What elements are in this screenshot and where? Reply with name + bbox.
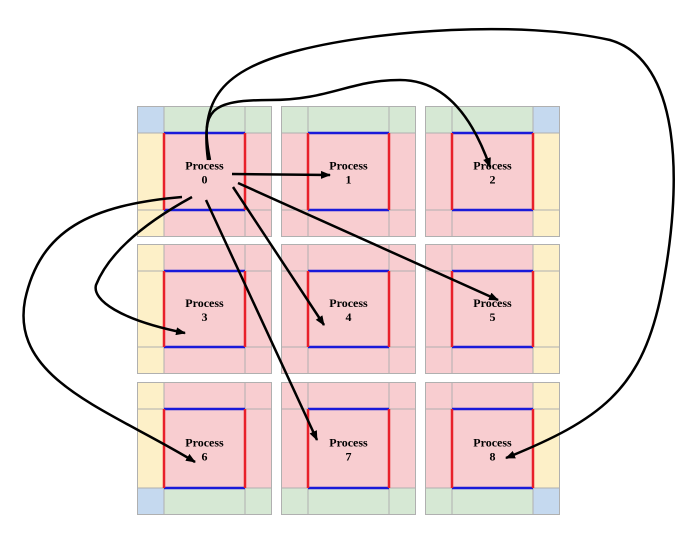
arrow-0-to-2 (205, 78, 492, 168)
arrow-0-to-6 (22, 195, 196, 464)
tile-outline (281, 382, 416, 515)
tile-outline (281, 244, 416, 374)
process-number: 0 (202, 173, 208, 187)
ghost-band-right (533, 244, 560, 374)
process-label: Process (329, 296, 368, 310)
ghost-band-bottom (281, 488, 416, 515)
process-label: Process (329, 159, 368, 173)
process-number: 6 (202, 450, 208, 464)
process-label: Process (473, 296, 512, 310)
tile-outline (425, 106, 560, 237)
process-label: Process (329, 436, 368, 450)
process-number: 1 (346, 173, 352, 187)
process-number: 8 (490, 450, 496, 464)
arrow-0-to-1 (231, 170, 331, 179)
process-number: 2 (490, 173, 496, 187)
process-number: 7 (346, 450, 352, 464)
tile-outline (425, 244, 560, 374)
process-tiles: Process0Process1Process2Process3Process4… (137, 106, 560, 515)
process-number: 4 (346, 310, 352, 324)
arrow-0-to-4 (231, 186, 326, 326)
process-number: 3 (202, 310, 208, 324)
ghost-corner (533, 488, 560, 515)
communication-arrows (22, 27, 675, 464)
tile-outline (425, 382, 560, 515)
tile-outline (137, 244, 272, 374)
arrow-0-to-7 (204, 199, 319, 441)
ghost-corner (137, 488, 164, 515)
tile-interior (281, 244, 416, 374)
process-label: Process (185, 159, 224, 173)
arrow-0-to-3 (94, 195, 193, 336)
process-label: Process (185, 296, 224, 310)
process-number: 5 (490, 310, 496, 324)
tile-outline (137, 106, 272, 237)
arrow-0-to-8 (205, 27, 675, 460)
process-label: Process (473, 159, 512, 173)
tile-outline (281, 106, 416, 237)
ghost-band-top (281, 106, 416, 133)
process-label: Process (185, 436, 224, 450)
arrow-0-to-5 (237, 181, 499, 302)
process-label: Process (473, 436, 512, 450)
ghost-corner (533, 106, 560, 133)
ghost-corner (137, 106, 164, 133)
tile-outline (137, 382, 272, 515)
ghost-band-left (137, 244, 164, 374)
